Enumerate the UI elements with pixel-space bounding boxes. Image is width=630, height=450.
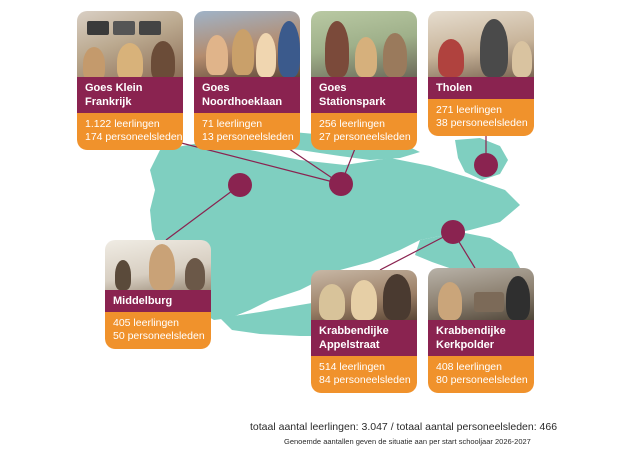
student-count: 256 leerlingen: [319, 118, 385, 130]
location-card-goes-stationspark: Goes Stationspark 256 leerlingen 27 pers…: [311, 11, 417, 150]
staff-count: 27 personeelsleden: [319, 131, 411, 143]
marker-krabbendijke: [441, 220, 465, 244]
student-count: 405 leerlingen: [113, 317, 179, 329]
staff-count: 13 personeelsleden: [202, 131, 294, 143]
location-name: Krabbendijke Appelstraat: [311, 320, 417, 356]
connector-krabbendijke-appelstraat: [379, 231, 454, 271]
location-photo: [105, 240, 211, 290]
staff-count: 174 personeelsleden: [85, 131, 183, 143]
student-count: 408 leerlingen: [436, 361, 502, 373]
student-count: 1.122 leerlingen: [85, 118, 160, 130]
location-photo: [311, 11, 417, 77]
student-count: 71 leerlingen: [202, 118, 263, 130]
location-name: Goes Klein Frankrijk: [77, 77, 183, 113]
location-photo: [311, 270, 417, 320]
location-card-krabbendijke-kerkpolder: Krabbendijke Kerkpolder 408 leerlingen 8…: [428, 268, 534, 393]
staff-count: 80 personeelsleden: [436, 374, 528, 386]
location-card-middelburg: Middelburg 405 leerlingen 50 personeelsl…: [105, 240, 211, 349]
location-photo: [194, 11, 300, 77]
student-count: 271 leerlingen: [436, 104, 502, 116]
location-name: Tholen: [428, 77, 534, 99]
location-card-krabbendijke-appelstraat: Krabbendijke Appelstraat 514 leerlingen …: [311, 270, 417, 393]
location-card-tholen: Tholen 271 leerlingen 38 personeelsleden: [428, 11, 534, 136]
footnote-text: Genoemde aantallen geven de situatie aan…: [284, 437, 531, 446]
staff-count: 84 personeelsleden: [319, 374, 411, 386]
totals-text: totaal aantal leerlingen: 3.047 / totaal…: [250, 421, 558, 433]
marker-middelburg: [228, 173, 252, 197]
marker-goes: [329, 172, 353, 196]
connector-goes-klein-frankrijk: [153, 135, 342, 185]
marker-tholen: [474, 153, 498, 177]
staff-count: 38 personeelsleden: [436, 117, 528, 129]
student-count: 514 leerlingen: [319, 361, 385, 373]
location-photo: [428, 268, 534, 320]
location-photo: [428, 11, 534, 77]
location-name: Goes Stationspark: [311, 77, 417, 113]
connector-middelburg: [165, 184, 241, 241]
location-photo: [77, 11, 183, 77]
location-name: Middelburg: [105, 290, 211, 312]
location-card-goes-noordhoeklaan: Goes Noordhoeklaan 71 leerlingen 13 pers…: [194, 11, 300, 150]
staff-count: 50 personeelsleden: [113, 330, 205, 342]
location-name: Goes Noordhoeklaan: [194, 77, 300, 113]
location-card-goes-klein-frankrijk: Goes Klein Frankrijk 1.122 leerlingen 17…: [77, 11, 183, 150]
location-name: Krabbendijke Kerkpolder: [428, 320, 534, 356]
